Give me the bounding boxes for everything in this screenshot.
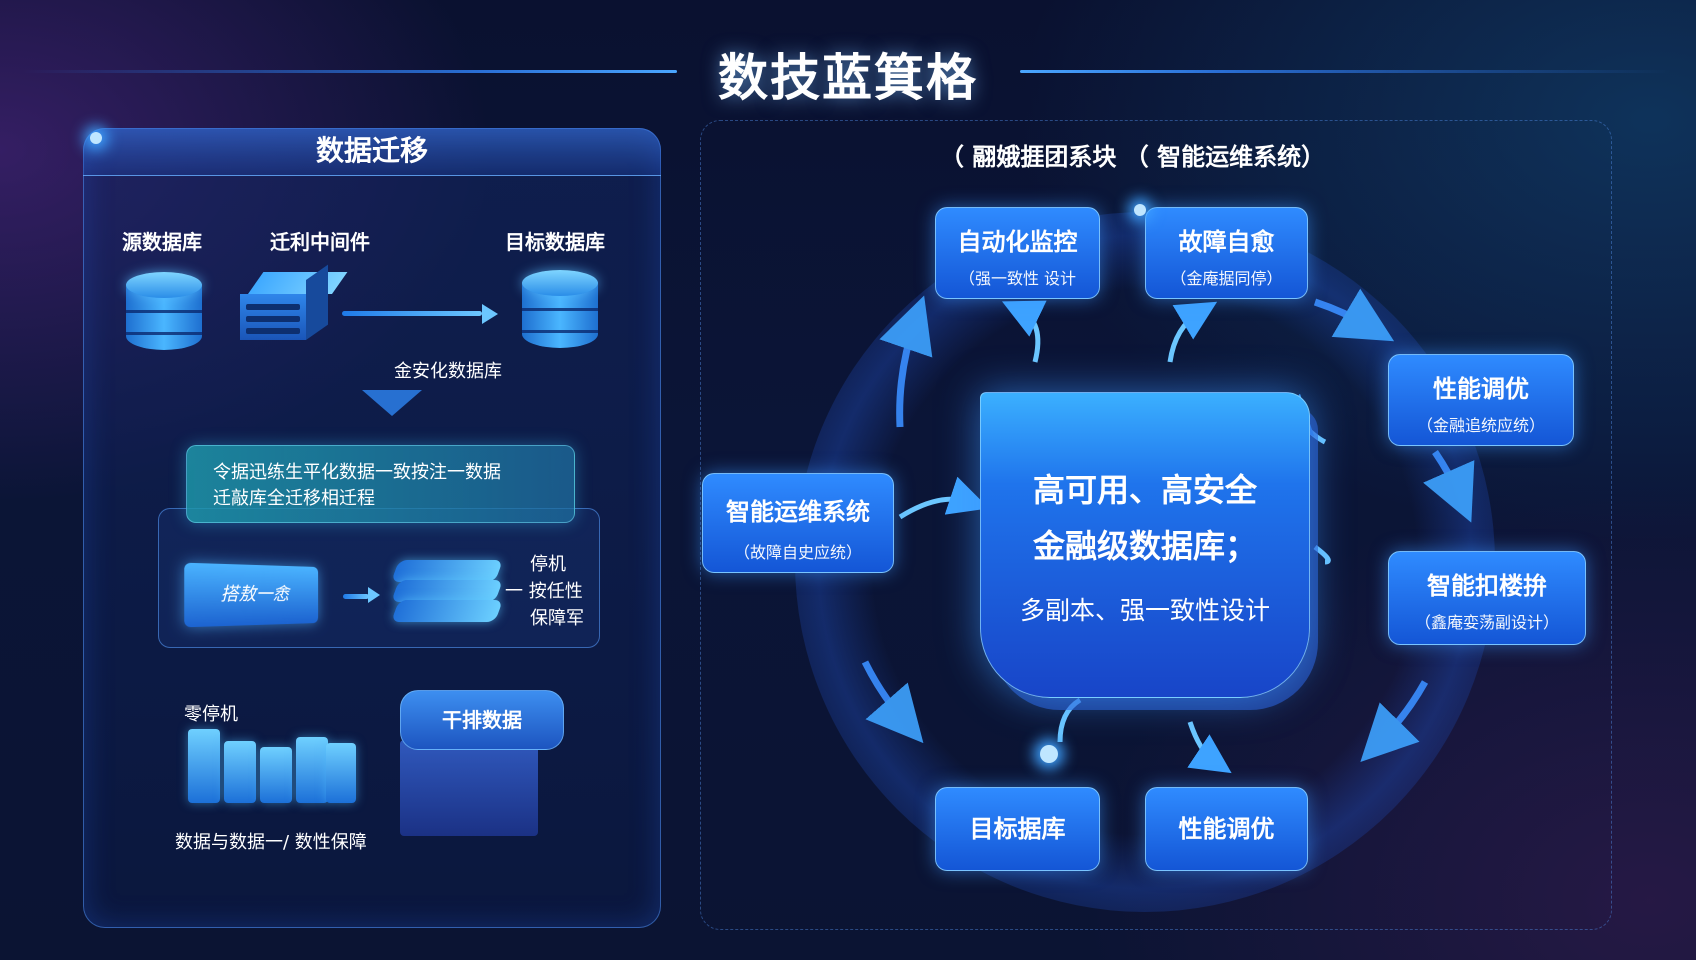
- glow-dot: [90, 132, 102, 144]
- data-migration-panel: [83, 128, 661, 928]
- consistency-note-box: 令据迅练生平化数据一致按注一数据 迁敲库全迁移相迁程: [186, 445, 575, 523]
- bar-block: [188, 729, 220, 803]
- smart-ops-caption: （ 翮娥捱团系块 （ 智能运维系统）: [940, 143, 1326, 171]
- node-smart-right-title: 智能扣楼拚: [1427, 572, 1547, 600]
- center-line3: 多副本、强一致性设计: [1019, 596, 1270, 625]
- node-auto-monitor: 自动化监控 （强一致性 设计: [935, 207, 1100, 299]
- consistency-note-line1: 令据迅练生平化数据一致按注一数据: [213, 462, 501, 483]
- node-perf-tune-top-title: 性能调优: [1433, 375, 1529, 403]
- layer-slab-icon: [390, 600, 504, 622]
- side-note-line1: 停机: [530, 554, 566, 575]
- arrow-right-icon: [482, 304, 498, 324]
- side-note-line3: 保障军: [530, 608, 584, 629]
- title-line-right: [1020, 70, 1670, 73]
- node-fault-heal-title: 故障自愈: [1178, 228, 1275, 256]
- node-smart-ops: 智能运维系统 （故障自史应统）: [702, 473, 894, 573]
- node-auto-monitor-title: 自动化监控: [957, 228, 1078, 256]
- node-target-db: 目标据库: [935, 787, 1100, 871]
- node-perf-tune-top: 性能调优 （金融追统应统）: [1388, 354, 1574, 446]
- node-smart-ops-title: 智能运维系统: [726, 498, 870, 526]
- data-guarantee-footer: 数据与数据一/ 数性保障: [175, 832, 367, 853]
- safe-db-label: 金安化数据库: [394, 361, 502, 382]
- glow-dot: [1134, 204, 1146, 216]
- bar-block: [260, 747, 292, 803]
- middleware-server-icon: [240, 264, 348, 342]
- node-smart-right: 智能扣楼拚 （鑫庵娈荡副设计）: [1388, 551, 1586, 645]
- title-line-left: [22, 70, 677, 73]
- node-fault-heal-sub: （金庵据同停）: [1170, 269, 1283, 288]
- layer-slab-icon: [390, 580, 504, 602]
- node-perf-tune-top-sub: （金融追统应统）: [1416, 416, 1545, 435]
- zero-downtime-label: 零停机: [184, 704, 238, 725]
- target-db-label: 目标数据库: [505, 230, 605, 254]
- process-block: 搭敖一悆: [184, 562, 319, 628]
- chevron-down-icon: [362, 390, 422, 416]
- page-title: 数技蓝箕格: [718, 49, 978, 107]
- node-target-db-title: 目标据库: [969, 815, 1066, 843]
- node-perf-tune-bottom: 性能调优: [1145, 787, 1308, 871]
- bar-block: [296, 737, 328, 803]
- node-perf-tune-bottom-title: 性能调优: [1178, 815, 1275, 843]
- center-line1: 高可用、高安全: [1032, 471, 1257, 509]
- source-db-label: 源数据库: [122, 230, 202, 254]
- smart-ops-panel: [700, 120, 1612, 930]
- middleware-label: 迁利中间件: [270, 230, 370, 254]
- node-smart-right-sub: （鑫庵娈荡副设计）: [1414, 613, 1559, 632]
- cycle-arrows: [861, 288, 1475, 774]
- glow-dot: [1040, 745, 1058, 763]
- bar-block: [224, 741, 256, 803]
- center-line2: 金融级数据库；: [1032, 527, 1257, 565]
- node-fault-heal: 故障自愈 （金庵据同停）: [1145, 207, 1308, 299]
- node-auto-monitor-sub: （强一致性 设计: [958, 269, 1077, 288]
- bar-block: [326, 743, 356, 803]
- source-database-icon: [126, 272, 202, 362]
- consistency-note-line2: 迁敲库全迁移相迁程: [213, 488, 375, 509]
- target-database-icon: [522, 270, 598, 360]
- data-migration-header: 数据迁移: [83, 128, 661, 176]
- process-arrow: [343, 594, 369, 599]
- center-financial-db-card: 高可用、高安全 金融级数据库； 多副本、强一致性设计: [980, 392, 1310, 698]
- data-scroll-body: [400, 740, 538, 836]
- side-note-line2: 一 按任性: [505, 581, 583, 602]
- arrow-right-icon: [368, 587, 380, 603]
- data-scroll-label: 干排数据: [400, 690, 564, 750]
- node-smart-ops-sub: （故障自史应统）: [733, 543, 862, 562]
- migration-arrow: [342, 311, 482, 316]
- layer-slab-icon: [390, 560, 504, 582]
